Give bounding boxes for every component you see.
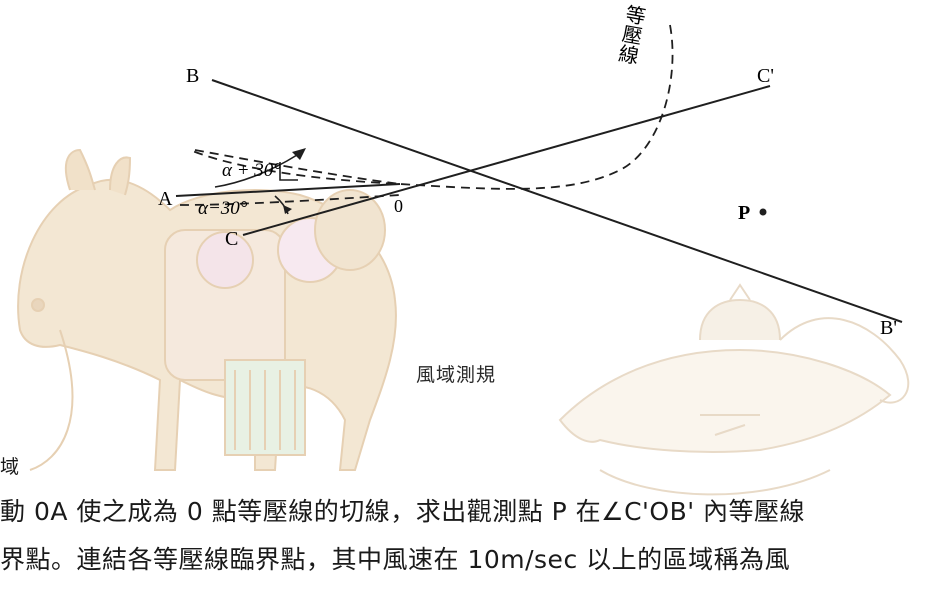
body-text-line-2: 界點。連結各等壓線臨界點，其中風速在 10m/sec 以上的區域稱為風	[0, 545, 791, 574]
label-a: A	[158, 188, 173, 210]
point-p-dot	[759, 208, 767, 216]
arc-plus	[214, 154, 298, 188]
label-b: B	[186, 65, 199, 87]
oil-lamp-watermark-illustration	[558, 283, 910, 496]
isobar-curve	[189, 24, 674, 190]
label-o: 0	[394, 196, 403, 216]
figure-caption: 風域測規	[416, 364, 497, 386]
label-c-prime: C'	[757, 65, 774, 87]
section-heading-fragment: 域	[0, 456, 20, 478]
line-a-o	[175, 183, 401, 197]
donkey-watermark-illustration	[17, 148, 397, 471]
line-c-cprime	[242, 85, 771, 236]
upper-boundary-curve	[194, 149, 401, 185]
angle-label-plus: α + 30°	[222, 160, 281, 181]
body-text-line-1: 動 0A 使之成為 0 點等壓線的切線，求出觀測點 P 在∠C'OB' 內等壓線	[0, 497, 806, 526]
arc-minus	[274, 195, 289, 215]
label-b-prime: B'	[880, 317, 897, 339]
right-angle-marker	[279, 162, 298, 181]
gauge-lines	[175, 79, 903, 323]
small-arrow-head	[283, 205, 292, 214]
isobar-label: 等壓線	[614, 2, 648, 66]
wind-boundary-curve	[179, 194, 401, 206]
line-b-bprime	[211, 79, 903, 323]
arrow-head	[292, 148, 306, 160]
angle-label-minus: α−30°	[198, 198, 248, 219]
dashed-curves	[179, 24, 674, 206]
label-c: C	[225, 228, 238, 250]
label-p: P	[738, 202, 750, 224]
